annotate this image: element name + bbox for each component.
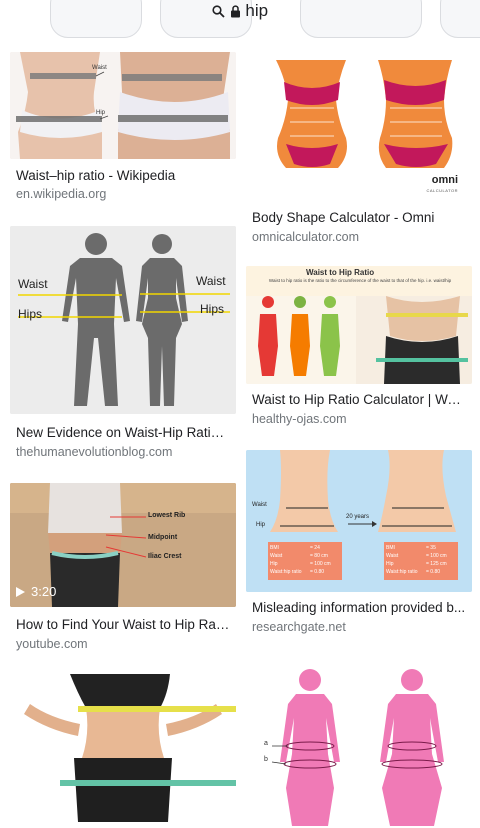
body-shapes-illustration	[246, 60, 472, 200]
waist-tape-photo	[10, 674, 236, 822]
table-cell: Waist	[386, 553, 399, 559]
result-title[interactable]: Waist to Hip Ratio Calculator | Wai...	[252, 392, 466, 407]
stats-table-right: BMI = 35 Waist = 100 cm Hip = 125 cm Wai…	[386, 544, 456, 576]
result-thumbnail[interactable]: Waist Hip	[10, 52, 236, 159]
image-label: Waist	[196, 274, 226, 288]
table-cell: = 80 cm	[310, 553, 328, 559]
video-duration: 3:20	[31, 584, 57, 599]
table-cell: BMI	[386, 545, 395, 551]
omni-logo-sub: CALCULATOR	[426, 188, 458, 193]
video-duration-badge: 3:20	[16, 584, 56, 599]
image-label: Iliac Crest	[148, 553, 182, 560]
search-query: hip	[245, 1, 269, 20]
table-cell: Hip	[386, 561, 394, 567]
image-label: Hip	[96, 110, 106, 116]
image-label: Midpoint	[148, 534, 178, 541]
filter-chip[interactable]	[440, 0, 480, 38]
filter-chip[interactable]	[50, 0, 142, 38]
image-heading: Waist to Hip Ratio	[306, 268, 375, 277]
result-source: omnicalculator.com	[252, 230, 359, 244]
image-label: Hips	[18, 307, 43, 321]
image-label: Waist	[18, 277, 48, 291]
image-label: Waist	[252, 502, 267, 508]
result-thumbnail[interactable]: Waist Hip 20 years BMI = 24 Waist = 80 c…	[246, 450, 472, 592]
table-cell: = 0.80	[426, 569, 441, 575]
result-thumbnail[interactable]	[10, 674, 236, 822]
table-cell: BMI	[270, 545, 279, 551]
result-thumbnail[interactable]: Waist to Hip Ratio Waist to hip ratio is…	[246, 266, 472, 384]
result-title[interactable]: Body Shape Calculator - Omni	[252, 210, 435, 225]
result-card[interactable]: a b	[246, 658, 472, 828]
result-card[interactable]: Waist to Hip Ratio Waist to hip ratio is…	[246, 266, 472, 436]
table-cell: = 0.80	[310, 569, 325, 575]
result-thumbnail[interactable]: a b	[246, 658, 472, 826]
result-card[interactable]: Lowest Rib Midpoint Iliac Crest 3:20 How…	[10, 483, 236, 653]
table-cell: Waist:hip ratio	[270, 569, 302, 575]
result-card[interactable]: Waist Hips Waist Hips New Evidence on Wa…	[10, 226, 236, 466]
result-source: youtube.com	[16, 637, 88, 651]
image-label: Hips	[200, 302, 225, 316]
image-label: b	[264, 756, 268, 763]
result-source: en.wikipedia.org	[16, 187, 107, 201]
image-label: 20 years	[346, 514, 370, 520]
image-label: Hip	[256, 522, 266, 528]
browser-top-bar: hip	[0, 0, 480, 38]
video-thumbnail-illustration	[10, 483, 236, 607]
table-cell: Waist	[270, 553, 283, 559]
table-cell: Hip	[270, 561, 278, 567]
table-cell: = 125 cm	[426, 561, 447, 567]
result-source: healthy-ojas.com	[252, 412, 347, 426]
result-source: thehumanevolutionblog.com	[16, 445, 173, 459]
table-cell: = 100 cm	[310, 561, 331, 567]
result-title[interactable]: New Evidence on Waist-Hip Ratio ...	[16, 425, 230, 440]
result-source: researchgate.net	[252, 620, 346, 634]
image-results-grid: Waist Hip Waist–hip ratio - Wikipedia en…	[0, 38, 480, 828]
result-card[interactable]: Waist Hip 20 years BMI = 24 Waist = 80 c…	[246, 450, 472, 634]
omni-logo: omni	[431, 174, 458, 186]
result-thumbnail[interactable]: Waist Hips Waist Hips	[10, 226, 236, 414]
stats-table-left: BMI = 24 Waist = 80 cm Hip = 100 cm Wais…	[270, 544, 340, 576]
lock-icon	[230, 5, 240, 18]
image-subtext: Waist to hip ratio is the ratio to the c…	[268, 278, 452, 283]
result-thumbnail[interactable]: Lowest Rib Midpoint Iliac Crest 3:20	[10, 483, 236, 607]
result-title[interactable]: Waist–hip ratio - Wikipedia	[16, 168, 176, 183]
table-cell: = 35	[426, 545, 436, 551]
result-card[interactable]: omni CALCULATOR Body Shape Calculator - …	[246, 60, 472, 250]
image-label: Lowest Rib	[148, 512, 186, 519]
table-cell: = 24	[310, 545, 320, 551]
result-title[interactable]: How to Find Your Waist to Hip Rati...	[16, 617, 230, 632]
result-card[interactable]: Waist Hip Waist–hip ratio - Wikipedia en…	[10, 52, 236, 212]
image-label: a	[264, 740, 268, 747]
result-card[interactable]	[10, 674, 236, 828]
waist-hip-photo	[10, 52, 236, 159]
search-icon	[212, 5, 225, 18]
researchgate-diagram	[246, 450, 472, 592]
play-icon	[16, 586, 25, 597]
result-title[interactable]: Misleading information provided b...	[252, 600, 466, 615]
pink-silhouettes-illustration	[246, 658, 472, 826]
table-cell: Waist:hip ratio	[386, 569, 418, 575]
image-label: Waist	[92, 65, 107, 71]
url-bar[interactable]: hip	[0, 0, 480, 22]
result-thumbnail[interactable]: omni CALCULATOR	[246, 60, 472, 200]
filter-chip[interactable]	[300, 0, 422, 38]
ratio-calculator-illustration	[246, 266, 472, 384]
table-cell: = 100 cm	[426, 553, 447, 559]
silhouettes-illustration	[10, 226, 236, 414]
